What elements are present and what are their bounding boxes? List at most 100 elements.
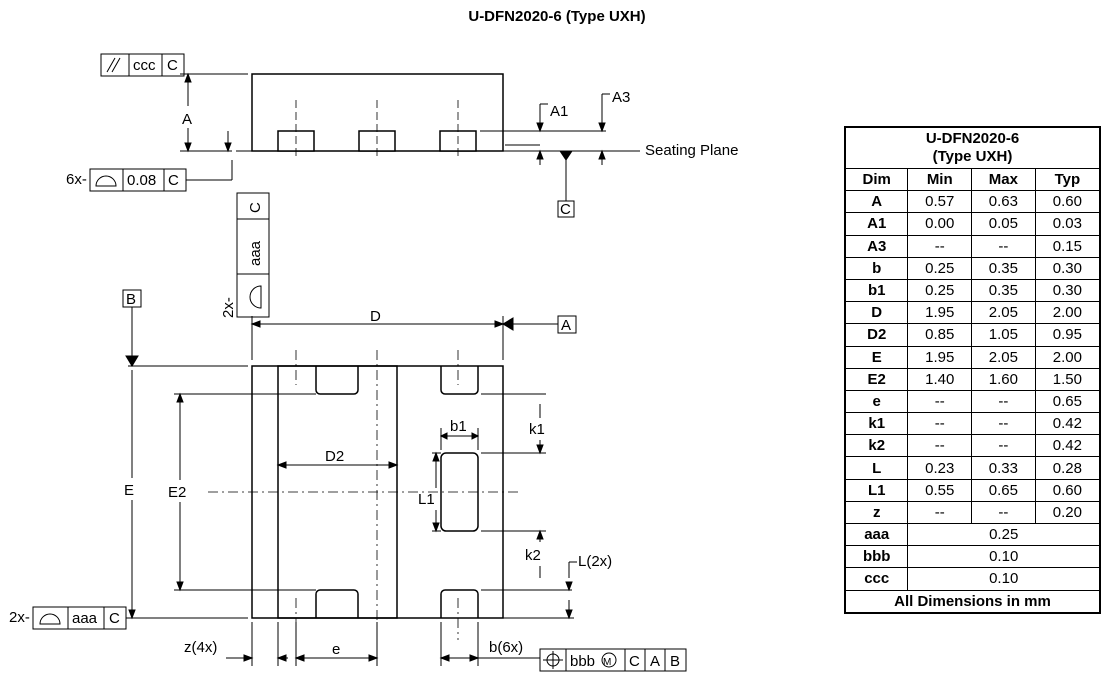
cell-min: 0.00 xyxy=(907,212,973,236)
cell-min: 1.40 xyxy=(907,367,973,391)
cell-dim: k1 xyxy=(844,412,909,436)
mult-2x-left-label: 2x- xyxy=(9,609,30,626)
bottom-view xyxy=(122,289,577,666)
table-footer-row: All Dimensions in mm xyxy=(844,589,1101,614)
cell-dim: z xyxy=(844,500,909,525)
cell-max: -- xyxy=(971,389,1036,414)
cell-min: 0.23 xyxy=(907,456,973,480)
cell-min: -- xyxy=(907,412,973,436)
side-view xyxy=(180,66,640,218)
mult-2x-vertical: 2x- xyxy=(220,297,237,318)
cell-min: -- xyxy=(907,500,973,525)
cell-min: 1.95 xyxy=(907,301,973,325)
table-title-line1: U-DFN2020-6 xyxy=(925,130,1020,147)
table-header-row: Dim Min Max Typ xyxy=(844,167,1101,192)
col-header-max: Max xyxy=(971,167,1036,192)
dim-label-b6x: b(6x) xyxy=(489,639,523,656)
dim-label-z4x: z(4x) xyxy=(184,639,217,656)
cell-max: -- xyxy=(971,434,1036,458)
cell-max: 1.05 xyxy=(971,323,1036,347)
drawing-title: U-DFN2020-6 (Type UXH) xyxy=(468,8,646,25)
datum-B-label: B xyxy=(126,291,136,308)
datum-C-label: C xyxy=(560,201,571,218)
cell-dim: E xyxy=(844,345,909,369)
cell-dim: aaa xyxy=(844,522,909,547)
cell-max: 1.60 xyxy=(971,367,1036,391)
cell-dim: b xyxy=(844,256,909,280)
cell-min: 1.95 xyxy=(907,345,973,369)
cell-dim: A1 xyxy=(844,212,909,236)
pad-bottom-right xyxy=(440,589,479,618)
cell-typ: 0.95 xyxy=(1034,323,1101,347)
table-title: U-DFN2020-6 (Type UXH) xyxy=(844,126,1101,169)
cell-dim: A xyxy=(844,190,909,214)
cell-max: -- xyxy=(971,234,1036,258)
cell-min: 0.85 xyxy=(907,323,973,347)
cell-typ: 0.03 xyxy=(1034,212,1101,236)
dim-label-D: D xyxy=(370,308,381,325)
col-header-min: Min xyxy=(907,167,973,192)
fcf-profile-vertical xyxy=(236,192,270,318)
cell-min: 0.55 xyxy=(907,478,973,502)
dim-label-A: A xyxy=(182,111,192,128)
table-footer: All Dimensions in mm xyxy=(844,589,1101,614)
fcf-position-datum-2: A xyxy=(650,653,660,670)
fcf-2x-datum: C xyxy=(109,610,120,627)
cell-min: -- xyxy=(907,234,973,258)
cell-typ: 0.60 xyxy=(1034,478,1101,502)
dim-label-A3: A3 xyxy=(612,89,630,106)
cell-max: 0.05 xyxy=(971,212,1036,236)
fcf-position-datum-3: B xyxy=(670,653,680,670)
fcf-profile-6x-datum: C xyxy=(168,172,179,189)
fcf-position-modifier: M xyxy=(603,657,611,668)
cell-typ: 0.42 xyxy=(1034,434,1101,458)
fcf-vertical-datum: C xyxy=(247,202,264,213)
dim-label-L1: L1 xyxy=(418,491,435,508)
table-title-line2: (Type UXH) xyxy=(932,148,1013,165)
col-header-dim: Dim xyxy=(844,167,909,192)
cell-min: -- xyxy=(907,434,973,458)
cell-dim: k2 xyxy=(844,434,909,458)
fcf-parallelism xyxy=(100,53,185,77)
cell-max: -- xyxy=(971,412,1036,436)
fcf-vertical-tol: aaa xyxy=(247,240,264,266)
fcf-2x-tol: aaa xyxy=(72,610,98,627)
dim-label-E: E xyxy=(124,482,134,499)
dim-label-e: e xyxy=(332,641,340,658)
col-header-typ: Typ xyxy=(1034,167,1101,192)
mult-6x-label: 6x- xyxy=(66,171,87,188)
cell-value: 0.10 xyxy=(907,567,1101,591)
cell-min: 0.25 xyxy=(907,278,973,303)
cell-max: -- xyxy=(971,500,1036,525)
cell-typ: 0.30 xyxy=(1034,256,1101,280)
cell-dim: D2 xyxy=(844,323,909,347)
cell-min: -- xyxy=(907,389,973,414)
cell-max: 0.65 xyxy=(971,478,1036,502)
dim-label-k2: k2 xyxy=(525,547,541,564)
fcf-profile-6x xyxy=(89,168,187,192)
cell-typ: 0.42 xyxy=(1034,412,1101,436)
table-row: z----0.20 xyxy=(844,500,1101,525)
cell-max: 0.35 xyxy=(971,278,1036,303)
cell-typ: 0.20 xyxy=(1034,500,1101,525)
pad-top-middle xyxy=(315,366,359,395)
cell-value: 0.10 xyxy=(907,545,1101,569)
table-row: k2----0.42 xyxy=(844,434,1101,458)
table-row: A3----0.15 xyxy=(844,234,1101,258)
dim-label-A1: A1 xyxy=(550,103,568,120)
seating-plane-label: Seating Plane xyxy=(645,142,738,159)
dim-label-E2: E2 xyxy=(168,484,186,501)
table-row: k1----0.42 xyxy=(844,412,1101,436)
